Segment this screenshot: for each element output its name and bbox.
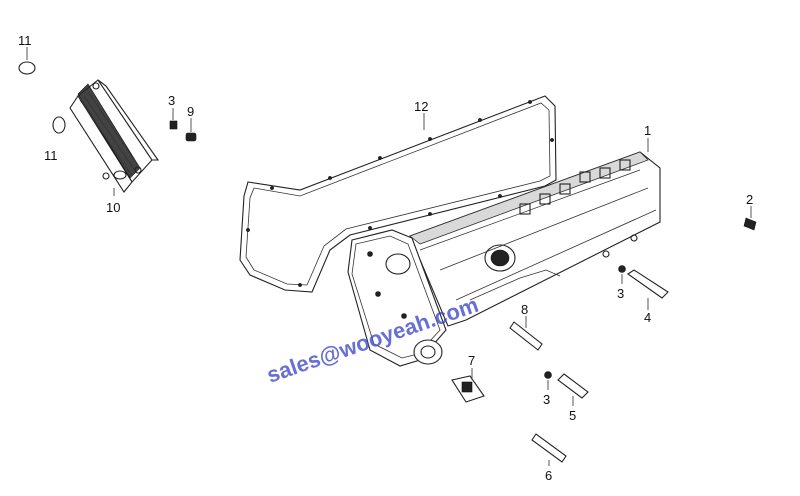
callout-label: 3: [543, 392, 550, 407]
callout-label: 3: [168, 93, 175, 108]
callout-label: 2: [746, 192, 753, 207]
o-ring-part-11-top: [18, 47, 36, 75]
nut-part-3-bottom: [544, 371, 552, 390]
gasket-part-12: [239, 95, 557, 293]
callout-label: 1: [644, 123, 651, 138]
callout-label: 5: [569, 408, 576, 423]
stud-part-5: [557, 373, 589, 406]
callout-label: 11: [18, 33, 32, 48]
sensor-part-7: [451, 368, 485, 403]
oil-cooler-part-10: [52, 79, 160, 196]
bolt-part-6: [531, 433, 567, 466]
bolt-part-2: [743, 206, 757, 231]
callout-label: 9: [187, 104, 194, 119]
callout-label: 7: [468, 353, 475, 368]
callout-label: 6: [545, 468, 552, 483]
oil-pan-part-1: [347, 138, 661, 367]
nut-part-3-top: [169, 108, 178, 130]
callout-label: 4: [644, 310, 651, 325]
callout-label: 11: [44, 148, 58, 163]
callout-label: 10: [106, 200, 120, 215]
nut-part-3-right: [618, 265, 626, 284]
callout-label: 12: [414, 99, 428, 114]
stud-part-4: [627, 269, 669, 310]
callout-label: 8: [521, 302, 528, 317]
callout-label: 3: [617, 286, 624, 301]
bolt-part-9: [185, 118, 197, 142]
bolt-part-8: [509, 316, 543, 351]
